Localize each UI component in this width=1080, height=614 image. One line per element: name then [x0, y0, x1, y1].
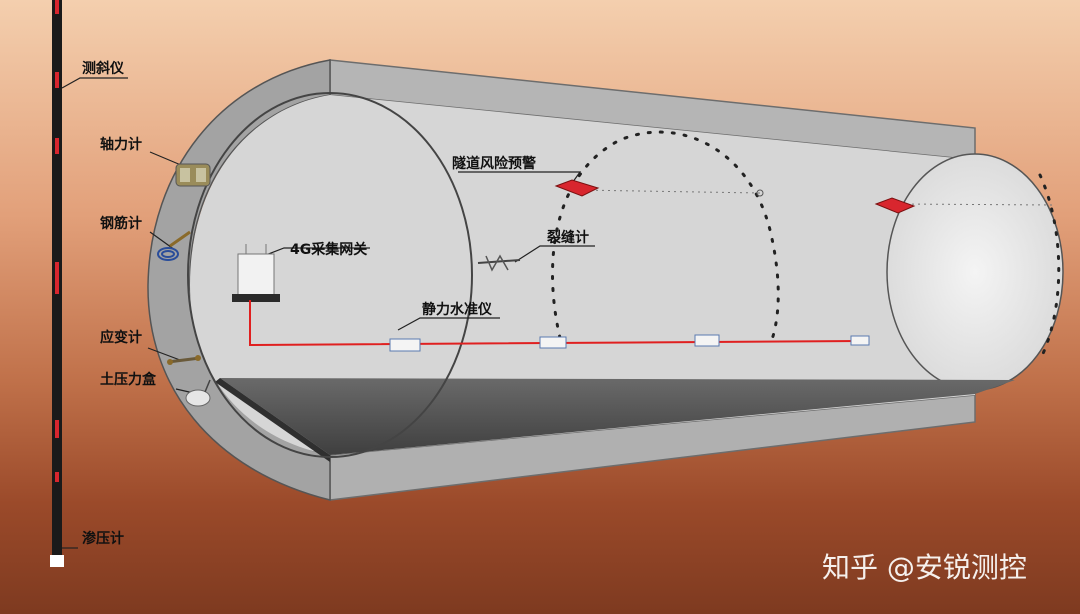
label-piezometer: 渗压计 [82, 530, 124, 547]
label-rebar-meter: 钢筋计 [100, 215, 142, 232]
tunnel-far-opening [886, 153, 1064, 391]
inclinometer-pipe [50, 0, 64, 567]
tunnel-far-dotted-ring [1038, 173, 1061, 362]
tunnel-structure [147, 59, 1064, 501]
label-earth-pressure-cell: 土压力盒 [100, 371, 157, 388]
label-tunnel-risk-warning: 隧道风险预警 [452, 155, 536, 172]
leader-strain [147, 347, 181, 361]
label-crack-meter: 裂缝计 [546, 229, 589, 246]
gateway-4g-device [232, 244, 280, 302]
static-level-3 [694, 334, 720, 347]
tunnel-risk-warning-device-2 [874, 197, 916, 214]
label-inclinometer: 测斜仪 [82, 60, 125, 77]
warning-link-line-2 [899, 203, 1056, 206]
sensors [157, 163, 916, 407]
axial-force-meter-device [175, 163, 211, 187]
labels: 测斜仪 轴力计 钢筋计 应变计 土压力盒 渗压计 4G采集网关 裂缝计 静力水准… [82, 60, 589, 547]
earth-pressure-cell-device [185, 379, 211, 407]
leader-lines [61, 77, 595, 549]
data-cable [249, 300, 861, 347]
strain-gauge-device [167, 355, 201, 365]
warning-link-line-1 [577, 189, 761, 194]
static-level-4 [850, 335, 870, 346]
tunnel-floor [220, 378, 1015, 455]
label-static-level: 静力水准仪 [422, 301, 493, 318]
piezometer-sensor [50, 555, 64, 567]
static-level-2 [539, 336, 567, 349]
watermark: 知乎 @安锐测控 [822, 551, 1027, 584]
rebar-meter-device [157, 230, 191, 261]
tunnel-floor-edge [215, 378, 330, 462]
crack-meter-device [477, 254, 521, 272]
leader-level [397, 317, 500, 331]
leader-inclinometer [61, 77, 128, 89]
label-strain-gauge: 应变计 [100, 329, 142, 346]
ring-point [756, 189, 764, 197]
tunnel-near-inner-ring [187, 92, 473, 458]
tunnel-risk-warning-device-1 [554, 179, 600, 197]
label-axial-force-meter: 轴力计 [100, 136, 142, 153]
tunnel-dotted-ring [551, 130, 780, 347]
label-gateway-4g: 4G采集网关 [290, 241, 367, 258]
tunnel-interior [190, 95, 975, 455]
static-level-1 [389, 338, 421, 352]
leader-crack [514, 245, 595, 263]
